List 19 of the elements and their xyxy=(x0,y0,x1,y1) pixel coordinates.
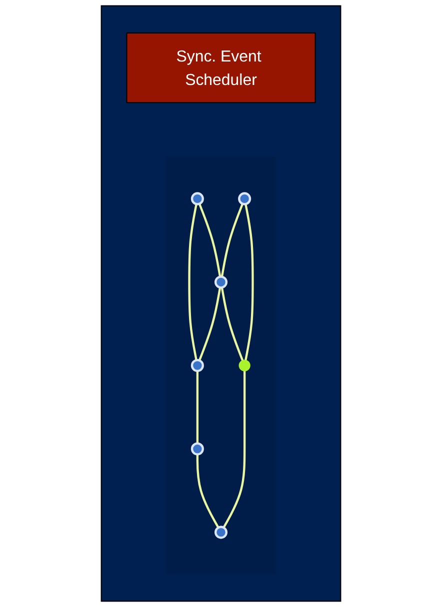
cluster xyxy=(166,156,276,574)
node-circle xyxy=(190,442,204,456)
connector xyxy=(220,203,244,277)
cluster xyxy=(100,5,342,602)
node-circle xyxy=(238,192,252,206)
connector xyxy=(198,203,222,277)
connector xyxy=(244,204,254,360)
node-circle xyxy=(190,192,204,206)
connector xyxy=(220,287,244,361)
connector xyxy=(196,454,220,528)
node-circle xyxy=(190,358,204,372)
connector xyxy=(222,370,246,528)
node-box: Sync. Event Scheduler xyxy=(126,32,316,104)
node-circle xyxy=(214,276,228,289)
connector xyxy=(198,287,222,361)
node-circle xyxy=(238,360,250,372)
node-circle xyxy=(214,526,228,539)
connector xyxy=(188,204,198,360)
connector xyxy=(196,370,199,444)
